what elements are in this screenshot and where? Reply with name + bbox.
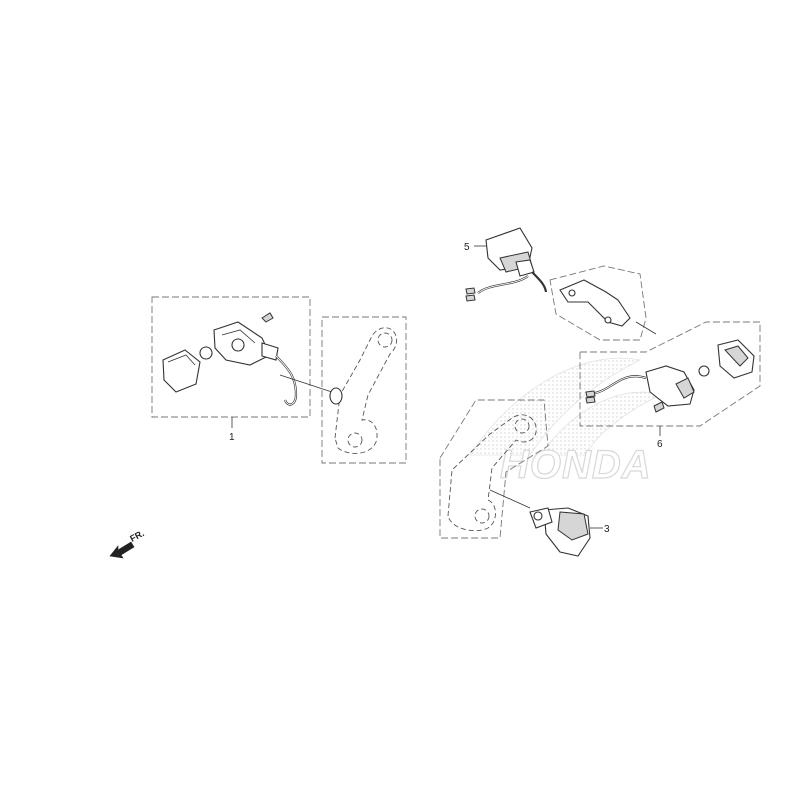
- arrow-icon: [109, 541, 135, 559]
- bracket-group-box: [321, 316, 407, 464]
- callout-6: 6: [657, 439, 663, 450]
- right-upper-bracket: [549, 265, 657, 341]
- part-1-group-box: [151, 296, 311, 418]
- front-label: FR.: [128, 528, 145, 544]
- honda-watermark: HONDA: [469, 357, 662, 488]
- screw-part: [261, 312, 274, 323]
- callout-3: 3: [604, 524, 610, 535]
- lens-part: [162, 349, 201, 393]
- bulb-part: [199, 346, 213, 360]
- callout-1: 1: [229, 432, 235, 443]
- bracket-part: [559, 279, 631, 327]
- front-direction-arrow: FR.: [109, 528, 146, 559]
- part-3-assembly: 3: [529, 507, 610, 557]
- part-1-assembly: 1: [151, 296, 333, 443]
- left-mount-bracket: [321, 316, 407, 464]
- part-6-body: [645, 365, 695, 407]
- bulb-part: [698, 365, 710, 377]
- part-6-group-box: [579, 321, 761, 427]
- part-5-assembly: 5: [464, 227, 548, 302]
- right-lower-bracket: [439, 399, 549, 539]
- screw-part: [653, 401, 665, 413]
- part-6-assembly: 6: [579, 321, 761, 450]
- watermark-text: HONDA: [500, 443, 652, 487]
- callout-5: 5: [464, 242, 470, 253]
